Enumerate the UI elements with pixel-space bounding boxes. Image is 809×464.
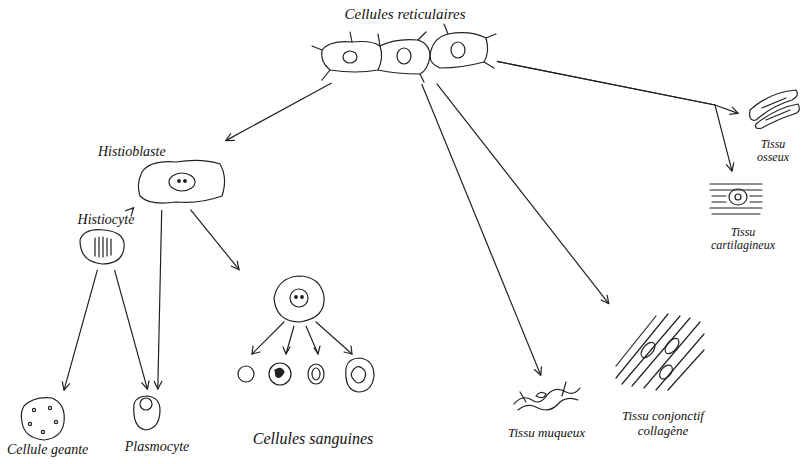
blood-cell-nucleus (275, 368, 284, 377)
cell-group: Cellule geante (4, 393, 104, 459)
cell-group: Tissu cartilagineux (698, 174, 788, 254)
node-label: Histiocyte (78, 212, 135, 227)
nucleus (41, 430, 44, 433)
cell-outline (21, 398, 64, 440)
nucleus (169, 173, 195, 191)
nucleus (140, 398, 152, 410)
mucous-tissue-drawing (514, 382, 580, 410)
histiocyte-drawing (80, 230, 124, 264)
cell-group: Cellules reticulaires (315, 4, 495, 82)
node-label: Plasmocyte (125, 439, 190, 454)
cell-group: Plasmocyte (112, 392, 202, 456)
cell-outline (322, 42, 382, 73)
giant-cell-drawing (21, 398, 64, 440)
cell-process (312, 24, 496, 82)
chondrocyte (735, 194, 741, 200)
cell-group: Tissu muqueux (505, 378, 605, 442)
arrow-line (252, 322, 352, 354)
collagen-fiber (616, 314, 704, 390)
cell-outline (274, 276, 324, 322)
blood-cells-drawing (238, 276, 374, 392)
node-label: Cellules sanguines (253, 430, 373, 448)
reticular-cells-drawing (312, 24, 496, 82)
nucleus (451, 42, 465, 58)
nucleus (48, 406, 51, 409)
lineage-arrow (158, 210, 162, 389)
cell-outline (378, 40, 430, 74)
blood-cell (346, 358, 374, 392)
blood-cell (308, 364, 324, 384)
cell-group: Tissu osseux (741, 86, 805, 166)
fibroblast (638, 340, 657, 360)
lineage-arrow (497, 61, 732, 171)
nucleus (290, 289, 308, 307)
connective-tissue-drawing (616, 314, 704, 390)
node-label: Tissu conjonctif collagène (609, 409, 717, 438)
bone-line (762, 98, 790, 120)
cell-group: Cellules sanguines (228, 272, 398, 450)
nucleus (32, 408, 35, 411)
plasmocyte-drawing (134, 396, 160, 430)
node-label: Tissu osseux (744, 138, 802, 164)
cell-outline (134, 396, 160, 430)
cartilage-matrix (710, 184, 762, 214)
cell-group: Histiocyte (66, 210, 146, 268)
lineage-arrow (115, 270, 148, 389)
cartilage-tissue-drawing (710, 184, 762, 214)
nucleolus (184, 180, 187, 183)
bone-tissue-drawing (750, 90, 800, 129)
chondrocyte-lacuna (729, 189, 747, 205)
node-label: Histioblaste (98, 144, 166, 159)
nucleolus (301, 296, 304, 299)
histioblaste-drawing (138, 160, 224, 203)
nucleolus (295, 296, 298, 299)
fibroblast (657, 363, 675, 382)
tissue-fiber (514, 388, 580, 404)
cell-outline (430, 33, 488, 68)
fibroblast (662, 336, 681, 356)
lineage-arrow (422, 84, 541, 375)
cell-outline (138, 160, 224, 203)
nucleolus (178, 180, 181, 183)
blood-cell (269, 363, 291, 385)
cell-group: Histioblaste (95, 142, 230, 208)
nucleus (343, 51, 357, 63)
blood-cell-nucleus (351, 367, 365, 383)
lineage-arrow (226, 83, 332, 141)
nucleus (28, 422, 31, 425)
blood-cell (238, 366, 254, 382)
cell-outline (80, 230, 124, 264)
node-label: Tissu cartilagineux (701, 226, 785, 252)
lineage-arrow (64, 270, 97, 390)
lineage-arrow (132, 208, 134, 210)
nucleus (54, 420, 57, 423)
tissue-fiber (518, 398, 578, 410)
lineage-arrow (437, 84, 609, 304)
node-label: Cellules reticulaires (345, 6, 466, 23)
lineage-arrow (191, 210, 240, 270)
arrow-head (252, 346, 352, 354)
blood-cell-nucleus (312, 368, 320, 380)
cell-group: Tissu conjonctif collagène (606, 306, 720, 440)
cell-process (520, 382, 566, 402)
cell-outline (536, 392, 546, 397)
cytoplasm-stripes (95, 237, 111, 257)
nucleus (397, 48, 411, 64)
node-label: Cellule geante (7, 442, 88, 457)
node-label: Tissu muqueux (508, 426, 585, 440)
